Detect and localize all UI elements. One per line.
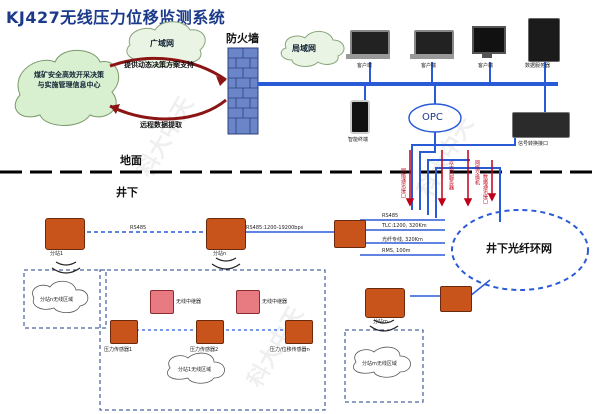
rs485-rate-label: RS485:1200-19200bps [246,225,304,231]
desktop-icon [472,26,506,54]
firewall [227,47,259,135]
server-label: 数据服务器 [525,63,551,69]
sensor-icon [196,320,224,344]
sensor-label: 压力传感器2 [190,347,219,353]
client-label: 客户端 [357,63,373,69]
lan-label: 局域网 [292,44,316,53]
zone-n-cloud [32,280,89,314]
client-label: 客户端 [421,63,437,69]
zone-m-cloud [353,346,411,378]
arrow-top [109,57,227,82]
rs485-link-label: RS485 [130,225,147,231]
firewall-label: 防火墙 [226,32,259,45]
zone-1-box [99,269,326,411]
vertical-label: 以太网服务器 [448,160,454,190]
opc-label: OPC [422,112,443,123]
zone-m-box [344,329,424,403]
gateway-icon [512,112,570,138]
lan-cloud [280,31,345,67]
relay-icon [150,290,174,314]
downlinks [411,130,516,222]
link-rs485-label: RS485 [382,213,399,219]
fiber-ring-label: 井下光纤环网 [486,242,552,255]
fiber-ring [451,209,589,291]
info-center-cloud [14,49,120,126]
zone-1-label: 分站1无线区域 [178,367,212,373]
laptop-icon [414,30,454,56]
link-fiber-label: 光纤专线, 320Km [382,237,423,243]
vertical-label: 网络交换机 [474,160,480,185]
switch-box-icon [440,286,472,312]
relay-icon [236,290,260,314]
substation-icon [45,218,85,250]
link-tlc-label: TLC:1200, 320Km [382,223,427,229]
lan-bus [258,82,558,86]
substation-label: 分站1 [50,251,64,257]
vertical-label: 网络通讯接口 [400,168,406,198]
sensor-label: 压力/位移传感器n [270,347,310,353]
ground-label: 地面 [120,154,142,167]
wan-label: 广域网 [150,39,174,48]
relay-label: 无线中继器 [262,299,288,305]
zone-n-label: 分站n无线区域 [40,297,74,303]
gateway-label: 信号转换接口 [518,141,549,147]
switch-box-icon [334,220,366,248]
underground-label: 井下 [116,186,138,199]
client-label: 客户端 [478,63,494,69]
substation-icon [365,288,405,318]
link-rms-label: RMS, 100m [382,248,411,254]
laptop-icon [350,30,390,56]
info-center-label: 煤矿安全高效开采决策与实施管理信息中心 [34,71,104,89]
arrow-top-text: 提供动态决策方案支持 [124,61,194,69]
server-icon [528,18,560,62]
substation-label: 分站n [213,251,227,257]
phone-icon [350,100,370,134]
substation-icon [206,218,246,250]
arrow-bottom-text: 远程数据提取 [140,121,182,129]
sensor-label: 压力传感器1 [104,347,133,353]
zone-1-cloud [167,352,225,384]
phone-label: 智能终端 [348,137,369,143]
arrow-bottom [109,98,227,121]
substation-label: 分站m [373,319,388,325]
sensor-icon [110,320,138,344]
relay-label: 无线中继器 [176,299,202,305]
sensor-icon [285,320,313,344]
zone-m-label: 分站m无线区域 [362,361,397,367]
vertical-label: 数据通讯接口 [482,174,488,204]
